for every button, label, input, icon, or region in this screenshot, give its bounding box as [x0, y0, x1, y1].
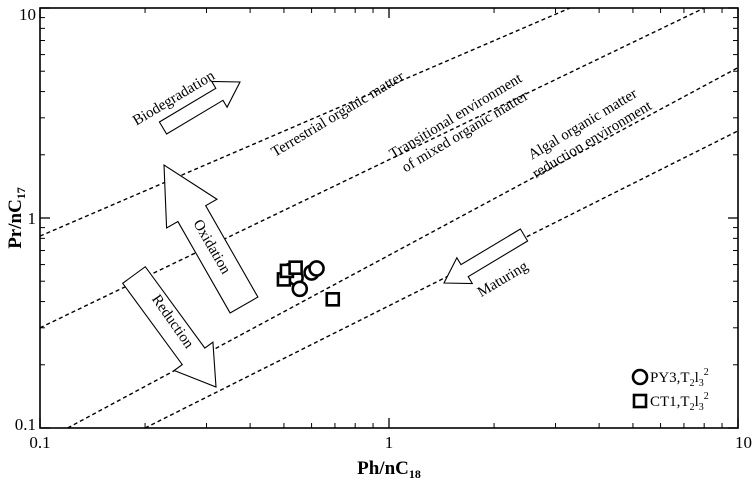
- zone-label: Algal organic matterreduction environmen…: [520, 82, 655, 182]
- x-tick-label: 10: [735, 433, 752, 452]
- oxidation-arrow: [163, 163, 259, 314]
- maturing-arrow: [443, 228, 529, 285]
- y-axis-title: Pr/nC17: [5, 187, 28, 249]
- y-tick-label: 1: [28, 209, 37, 228]
- x-tick-label: 1: [385, 433, 394, 452]
- x-axis-title: Ph/nC18: [357, 458, 421, 481]
- y-tick-label: 0.1: [15, 415, 36, 434]
- biodegradation-arrow: [158, 80, 241, 135]
- y-tick-label: 10: [19, 5, 36, 24]
- square-point: [325, 292, 341, 307]
- boundary-lines: [40, 8, 738, 428]
- square-point: [288, 260, 303, 275]
- legend-square-marker: [632, 393, 648, 409]
- boundary-line: [40, 8, 571, 237]
- plot-frame: [39, 7, 739, 429]
- reduction-arrow: [121, 265, 217, 388]
- circle-point: [291, 280, 309, 298]
- zone-label: Terrestrial organic matter: [269, 69, 407, 161]
- legend-label: CT1,T2l32: [650, 391, 709, 413]
- legend-label: PY3,T2l32: [650, 367, 709, 389]
- legend-circle-marker: [631, 368, 649, 386]
- circle-point: [308, 260, 325, 277]
- data-points: [276, 260, 341, 307]
- axis-ticks: 0.1 1 10 0.1 1 10: [15, 5, 752, 452]
- boundary-line: [144, 130, 738, 428]
- x-tick-label: 0.1: [29, 433, 50, 452]
- zone-label: Transitional environmentof mixed organic…: [387, 70, 535, 178]
